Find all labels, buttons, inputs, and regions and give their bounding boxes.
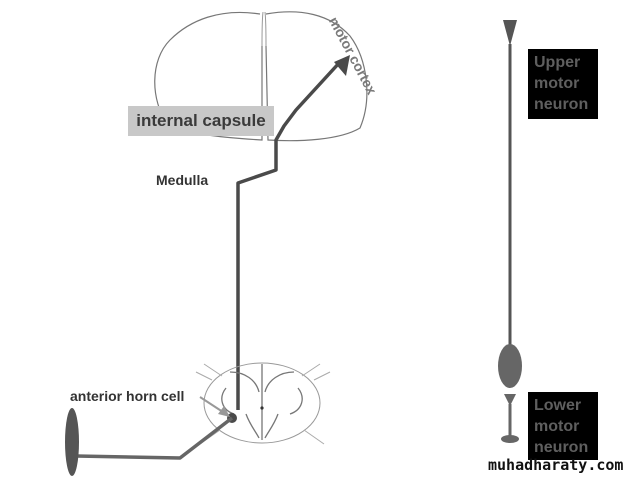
motor-cortex-soma	[334, 55, 350, 76]
brain-left-hemisphere	[154, 11, 263, 141]
lower-neuron-soma-icon	[504, 394, 516, 406]
upper-neuron-terminal	[498, 344, 522, 388]
lower-motor-neuron-line-3: neuron	[534, 439, 589, 456]
upper-motor-neuron-line-1: Upper	[534, 54, 581, 71]
corticospinal-tract	[236, 60, 342, 410]
upper-neuron-soma-icon	[503, 20, 517, 46]
muscle	[65, 408, 79, 476]
lower-motor-neuron-line-2: motor	[534, 418, 580, 435]
lower-neuron-terminal	[501, 435, 519, 443]
upper-motor-neuron-box: Upper motor neuron	[528, 49, 598, 119]
watermark: muhadharaty.com	[488, 456, 624, 474]
upper-motor-neuron-line-3: neuron	[534, 96, 589, 113]
anterior-horn-cell-label: anterior horn cell	[70, 388, 185, 404]
brain-midline	[261, 11, 267, 47]
brain-right-hemisphere	[265, 11, 368, 142]
anterior-horn-arrowhead	[218, 406, 230, 417]
lower-motor-neuron-box: Lower motor neuron	[528, 392, 598, 460]
internal-capsule-label: internal capsule	[128, 106, 274, 136]
upper-motor-neuron-line-2: motor	[534, 75, 580, 92]
medulla-label: Medulla	[156, 172, 209, 188]
lower-motor-neuron-line-1: Lower	[534, 397, 582, 414]
lower-motor-axon	[75, 416, 234, 460]
